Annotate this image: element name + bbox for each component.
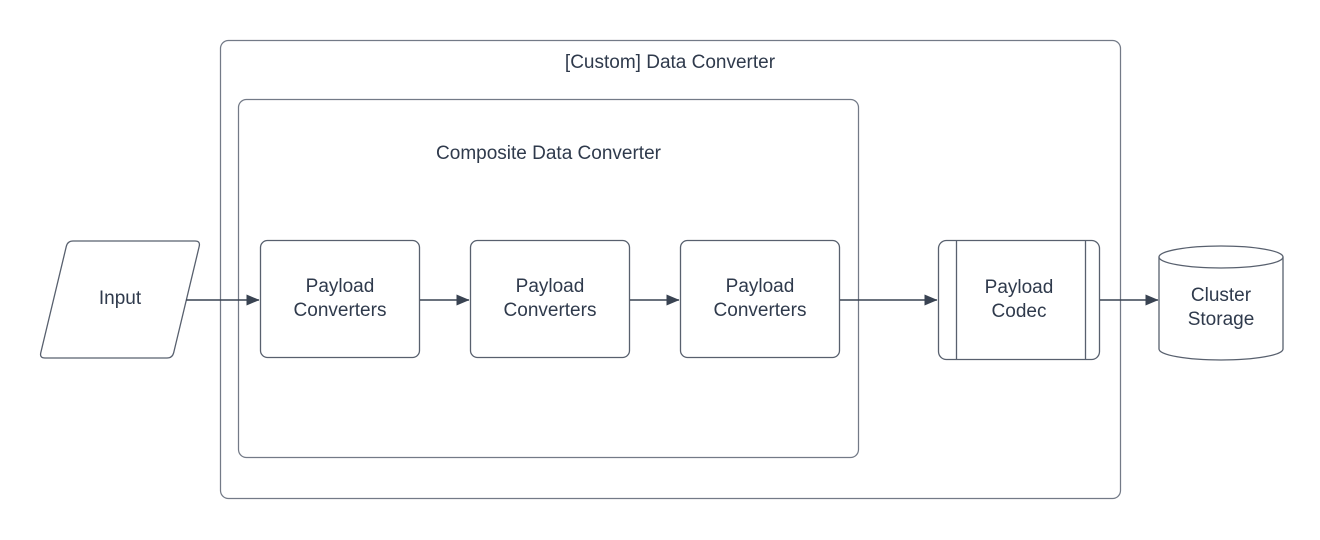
cylinder-top-ellipse <box>1158 245 1284 269</box>
payload-codec-shape <box>937 239 1101 361</box>
cluster-storage-cylinder <box>1158 245 1284 361</box>
payload-converters-box-1 <box>259 239 421 359</box>
input-parallelogram-shape <box>39 240 201 359</box>
payload-converters-box-3 <box>679 239 841 359</box>
payload-converters-box-2 <box>469 239 631 359</box>
